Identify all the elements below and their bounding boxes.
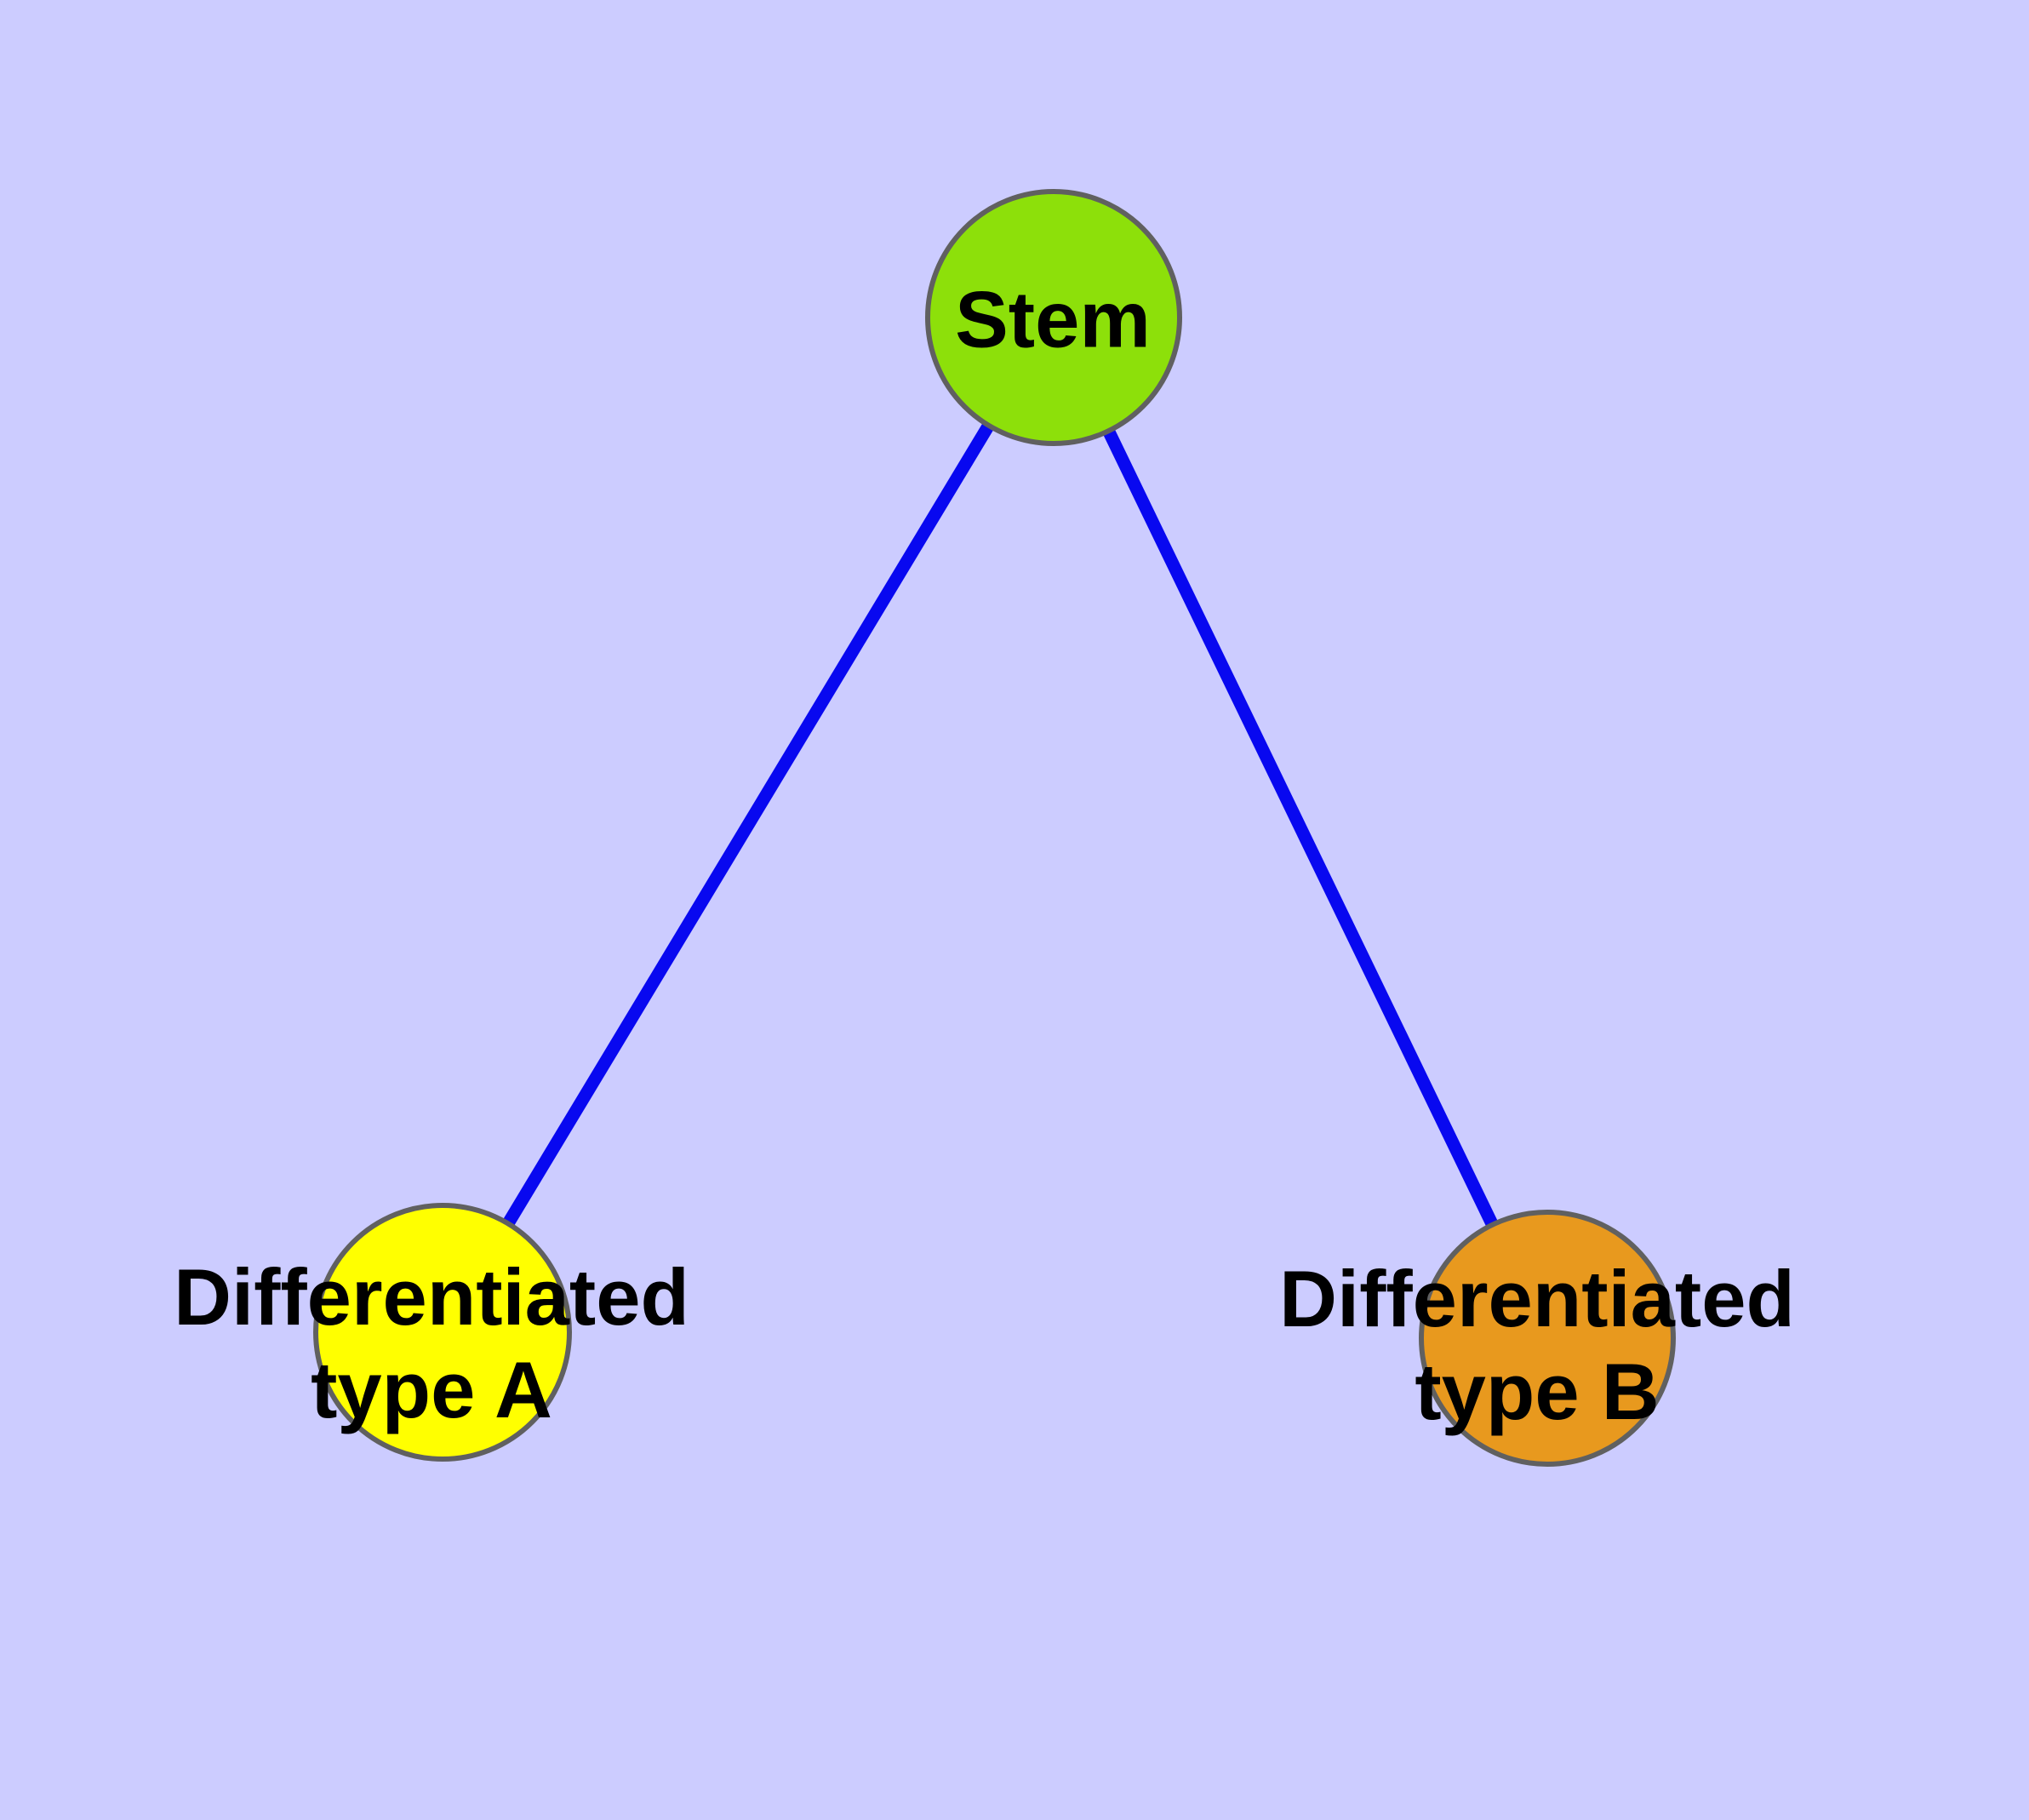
node-type-a-label: Differentiated type A [174,1251,689,1436]
node-type-a-label-line2: type A [311,1345,552,1434]
node-stem-label: Stem [955,274,1151,364]
node-type-a-circle [313,1203,572,1462]
node-stem-circle [925,189,1182,446]
edge-stem-to-type-b [1048,314,1553,1342]
edge-stem-to-type-a [437,314,1060,1336]
node-type-b-label-line2: type B [1415,1347,1660,1436]
node-type-b-label: Differentiated type B [1279,1252,1795,1438]
node-type-b-label-line1: Differentiated [1279,1253,1795,1343]
node-type-a-label-line1: Differentiated [174,1251,689,1342]
node-type-b-circle [1419,1210,1676,1467]
